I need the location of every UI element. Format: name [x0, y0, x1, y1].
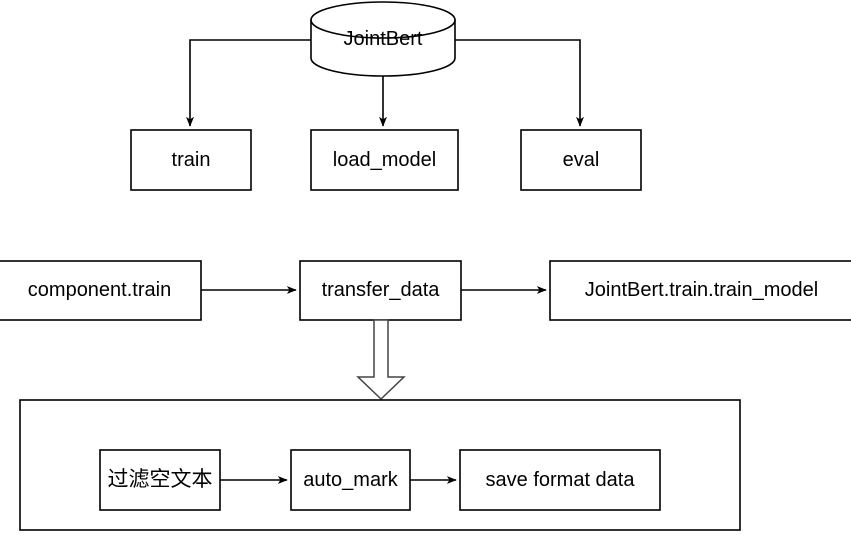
node-transfer-data-box[interactable]	[299, 260, 462, 321]
edge-root-to-eval	[455, 39, 584, 127]
node-train-box[interactable]	[130, 129, 252, 191]
node-component-train-box[interactable]	[0, 260, 202, 321]
edge-root-to-train	[186, 39, 311, 127]
edge-transfer-data-block-arrow	[356, 319, 406, 401]
node-auto-mark-box[interactable]	[290, 449, 411, 511]
node-jointbert-train-train-model-box[interactable]	[549, 260, 851, 321]
node-load-model-box[interactable]	[310, 129, 459, 191]
node-save-format-data-box[interactable]	[459, 449, 661, 511]
node-jointbert-cylinder[interactable]	[310, 1, 456, 77]
node-eval-box[interactable]	[520, 129, 642, 191]
node-filter-empty-text-box[interactable]	[99, 449, 221, 511]
